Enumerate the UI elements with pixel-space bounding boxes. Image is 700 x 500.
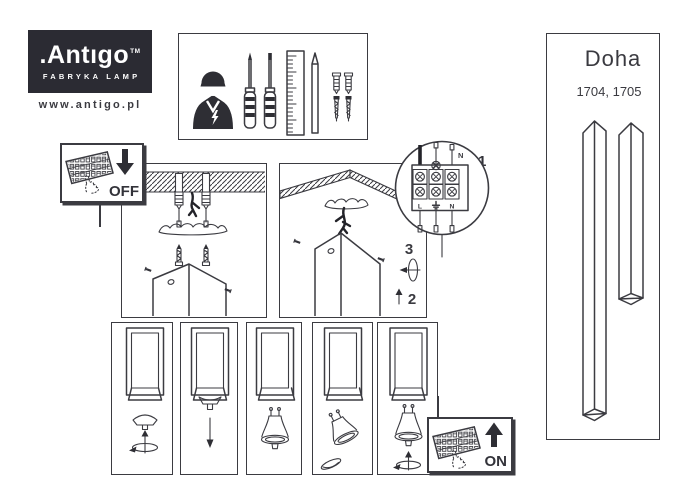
ceiling-hatch <box>122 171 265 193</box>
arrow-up-icon <box>395 288 403 305</box>
ruler-icon <box>286 50 305 136</box>
arrow-up-icon <box>485 422 503 447</box>
small-screw-icon <box>144 266 232 294</box>
trim-ring-icon <box>320 458 342 470</box>
logo-dot: . <box>39 40 47 69</box>
mounting-step-panel-2: 3 2 <box>279 163 427 318</box>
spotlight-bulb-icon <box>328 409 359 446</box>
brand-website: www.antigo.pl <box>38 99 142 111</box>
power-on-step: ON <box>427 417 513 473</box>
power-off-step: OFF <box>60 143 144 203</box>
trademark-mark: TM <box>130 48 141 56</box>
lamp-tube-drawing <box>389 327 428 401</box>
off-step-leader-line <box>99 203 101 227</box>
ceiling-hatch-perspective <box>280 169 399 201</box>
arrow-down-icon <box>206 417 214 448</box>
antigo-logo: .AntıgoTM FABRYKA LAMP <box>28 30 152 93</box>
fuse-box-icon <box>65 151 114 195</box>
lamp-tube-drawing <box>190 327 230 401</box>
wall-plug-anchor-icon <box>173 172 212 223</box>
on-step-leader-line <box>437 396 439 419</box>
terminal-line-label: L <box>418 204 422 211</box>
electrician-icon <box>193 71 233 129</box>
product-panel: Doha 1704, 1705 <box>546 33 660 440</box>
terminal-detail-callout: N L N <box>392 138 492 260</box>
step-number-1: 1 <box>478 153 487 170</box>
on-label: ON <box>484 453 508 470</box>
rotate-arrow-icon <box>129 442 159 453</box>
earth-symbol <box>431 200 441 210</box>
lamp-tube-drawing <box>125 327 165 401</box>
lamp-tube-drawing <box>323 327 364 401</box>
socket-holder-icon <box>132 414 158 431</box>
arrow-down-icon <box>116 149 134 175</box>
terminal-neutral-label: N <box>450 204 455 211</box>
small-screw-icon <box>293 238 385 263</box>
terminal-neutral-top-label: N <box>458 151 463 160</box>
spotlight-bulb-icon <box>394 404 423 447</box>
lamp-canopy-top <box>152 263 227 316</box>
spotlight-bulb-icon <box>260 407 290 450</box>
connected-wires-icon <box>334 206 352 236</box>
rotate-arrow-icon <box>399 258 421 282</box>
arrow-up-icon <box>405 451 412 471</box>
lamp-tube-drawing <box>255 327 296 401</box>
rotate-arrow-icon <box>393 460 422 470</box>
mounting-bracket-icon <box>158 220 228 236</box>
bulb-step-panel-2 <box>180 322 238 475</box>
bulb-step-panel-4 <box>312 322 373 475</box>
screw-icon <box>333 96 352 122</box>
mounted-bracket-icon <box>324 198 369 210</box>
pencil-icon <box>311 52 319 134</box>
mounting-step-panel-1 <box>121 163 267 318</box>
brand-name: .AntıgoTM <box>39 40 141 69</box>
step-number-3: 3 <box>405 241 413 258</box>
bulb-step-panel-1 <box>111 322 173 475</box>
pendant-lamps-drawing <box>582 120 644 422</box>
terminal-block-icon: N L N <box>411 141 469 233</box>
off-label: OFF <box>109 183 139 200</box>
brand-tagline: FABRYKA LAMP <box>42 71 141 81</box>
supply-wire-icon <box>187 191 201 218</box>
required-tools-panel <box>178 33 368 140</box>
lamp-canopy-top <box>314 232 381 316</box>
phillips-screwdriver-icon <box>243 52 257 129</box>
screw-up-icon <box>174 244 211 267</box>
flat-screwdriver-icon <box>263 53 277 129</box>
wall-plug-icon <box>331 72 354 95</box>
socket-holder-in-tube-icon <box>198 396 222 411</box>
fuse-box-icon <box>432 426 481 470</box>
product-name: Doha <box>584 46 642 71</box>
arrow-up-icon <box>141 430 149 454</box>
bulb-step-panel-3 <box>246 322 302 475</box>
product-model-numbers: 1704, 1705 <box>576 84 642 99</box>
step-number-2: 2 <box>408 291 416 308</box>
